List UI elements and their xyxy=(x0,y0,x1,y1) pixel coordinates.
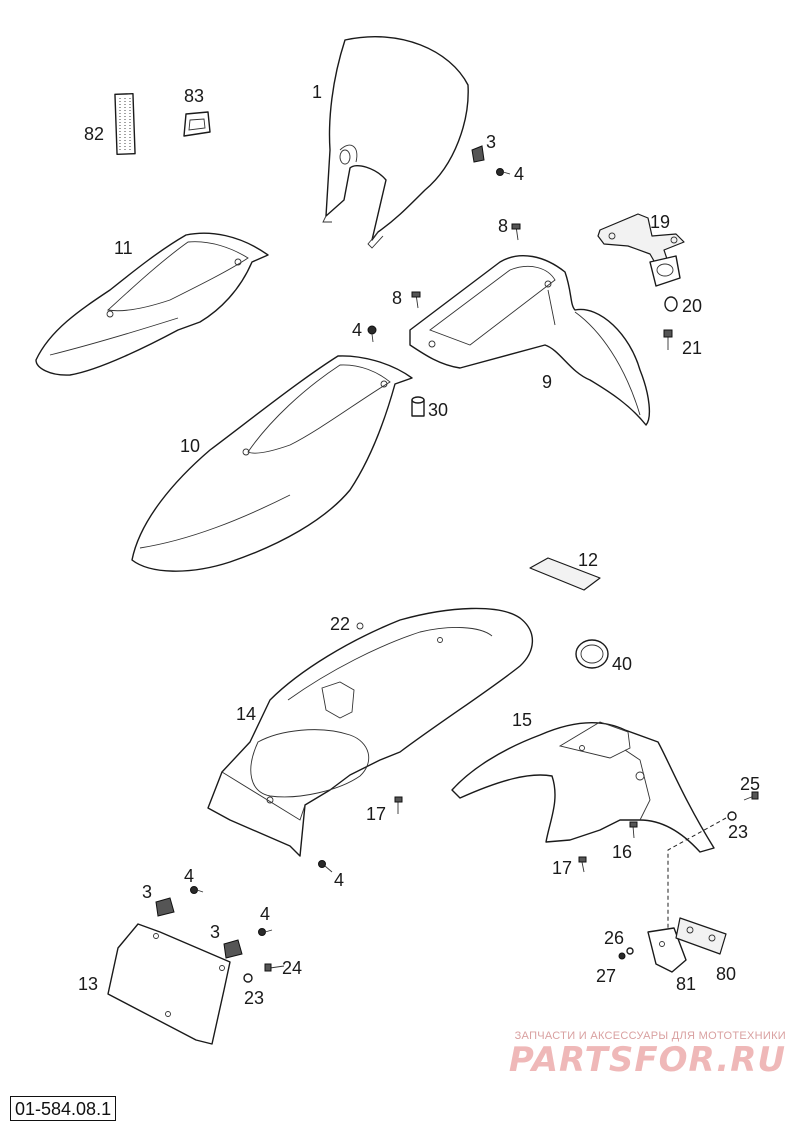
part-4-screw-lower-b xyxy=(258,928,273,936)
part-23-washer-left xyxy=(243,973,253,983)
part-10-side-cover xyxy=(131,355,413,572)
callout-13: 13 xyxy=(78,974,98,994)
part-12-pad xyxy=(529,557,601,591)
callout-82: 82 xyxy=(84,124,104,144)
part-24-screw xyxy=(264,963,285,972)
callout-4-middle: 4 xyxy=(352,320,362,340)
callout-27: 27 xyxy=(596,966,616,986)
callout-25: 25 xyxy=(740,774,760,794)
part-17-screw-left xyxy=(394,796,403,814)
callout-3-lower-right: 3 xyxy=(210,922,220,942)
part-16-screw xyxy=(629,821,638,839)
part-20-rubber-nut xyxy=(664,296,678,312)
part-17-screw-right xyxy=(578,856,587,873)
part-13-plate xyxy=(107,923,231,1045)
callout-20: 20 xyxy=(682,296,702,316)
callout-4-fender: 4 xyxy=(334,870,344,890)
part-30-spacer xyxy=(411,396,425,417)
callout-3-top: 3 xyxy=(486,132,496,152)
part-40-grommet xyxy=(575,639,609,669)
part-4-screw-lower-a xyxy=(190,886,204,894)
callout-17-left: 17 xyxy=(366,804,386,824)
callout-10: 10 xyxy=(180,436,200,456)
part-19-bracket xyxy=(597,213,685,287)
part-15-rear-fender-section xyxy=(451,721,715,853)
callout-15: 15 xyxy=(512,710,532,730)
part-14-rear-fender xyxy=(207,607,534,857)
callout-16: 16 xyxy=(612,842,632,862)
callout-14: 14 xyxy=(236,704,256,724)
part-83-label xyxy=(183,111,211,137)
callout-83: 83 xyxy=(184,86,204,106)
part-9-front-fender xyxy=(409,255,651,426)
part-22-pin xyxy=(356,622,364,630)
drawing-number: 01-584.08.1 xyxy=(10,1096,117,1121)
part-21-bolt xyxy=(663,329,673,350)
callout-1: 1 xyxy=(312,82,322,102)
callout-11: 11 xyxy=(114,238,133,258)
watermark: ЗАПЧАСТИ И АКСЕССУАРЫ ДЛЯ МОТОТЕХНИКИ PA… xyxy=(509,1030,786,1080)
callout-12: 12 xyxy=(578,550,598,570)
callout-30: 30 xyxy=(428,400,448,420)
callout-8-a: 8 xyxy=(498,216,508,236)
callout-24: 24 xyxy=(282,958,302,978)
part-4-screw-fender xyxy=(318,860,333,873)
callout-3-lower-left: 3 xyxy=(142,882,152,902)
part-11-side-cover xyxy=(35,232,269,376)
part-4-screw-top xyxy=(496,168,511,176)
leader-line-right xyxy=(667,817,727,930)
watermark-tagline: ЗАПЧАСТИ И АКСЕССУАРЫ ДЛЯ МОТОТЕХНИКИ xyxy=(514,1030,786,1042)
part-1-headlight-mask xyxy=(322,36,469,249)
callout-4-lower-a: 4 xyxy=(184,866,194,886)
callout-26: 26 xyxy=(604,928,624,948)
watermark-brand-logo: PARTSFOR.RU xyxy=(508,1040,786,1080)
part-27-screw xyxy=(618,952,626,960)
part-23-washer-right xyxy=(727,811,737,821)
part-3-clip-lower-left xyxy=(155,897,175,917)
part-3-clip-top xyxy=(471,145,485,163)
callout-40: 40 xyxy=(612,654,632,674)
callout-9: 9 xyxy=(542,372,552,392)
callout-22: 22 xyxy=(330,614,350,634)
callout-17-right: 17 xyxy=(552,858,572,878)
callout-80: 80 xyxy=(716,964,736,984)
callout-4-lower-b: 4 xyxy=(260,904,270,924)
part-8-screw-b xyxy=(411,291,421,309)
part-3-clip-lower-right xyxy=(223,939,243,959)
part-25-screw xyxy=(743,791,759,801)
callout-81: 81 xyxy=(676,974,696,994)
callout-8-b: 8 xyxy=(392,288,402,308)
callout-21: 21 xyxy=(682,338,702,358)
part-26-nut xyxy=(626,947,634,955)
part-82-foam-strip xyxy=(114,93,136,155)
callout-4-top: 4 xyxy=(514,164,524,184)
part-81-plate-bracket xyxy=(647,927,687,973)
part-4-screw-middle xyxy=(367,325,377,343)
callout-23-left: 23 xyxy=(244,988,264,1008)
part-80-reflector xyxy=(675,917,727,955)
callout-23-right: 23 xyxy=(728,822,748,842)
callout-19: 19 xyxy=(650,212,670,232)
part-8-screw-a xyxy=(511,223,521,241)
